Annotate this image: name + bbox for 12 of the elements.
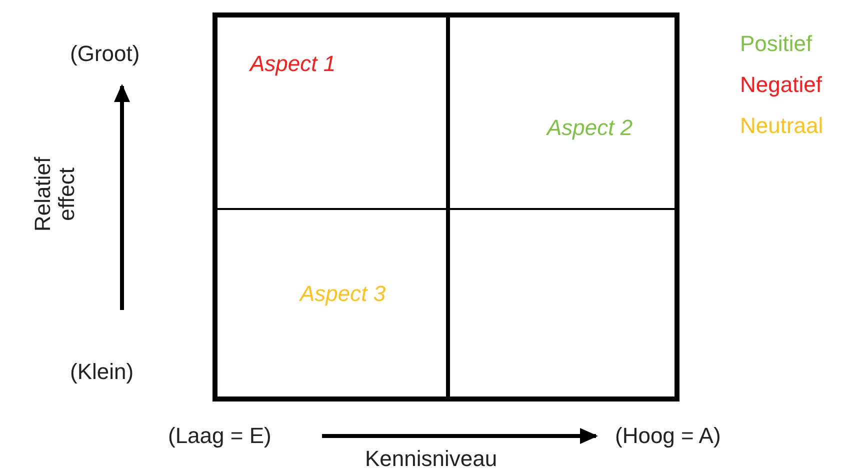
legend-entry: Negatief [740,73,822,98]
axis-title: Relatief effect [30,156,80,234]
axis-end-label: (Groot) [70,42,140,66]
axis-end-label: (Klein) [70,360,134,384]
aspect-label: Aspect 1 [250,52,336,76]
legend-entry: Positief [740,32,812,56]
axis-title: Kennisniveau [365,447,498,472]
aspect-label: Aspect 2 [547,116,633,140]
aspect-label: Aspect 3 [300,282,386,306]
axis-end-label: (Hoog = A) [615,424,721,448]
legend-entry: Neutraal [740,114,824,138]
axis-end-label: (Laag = E) [168,424,272,448]
